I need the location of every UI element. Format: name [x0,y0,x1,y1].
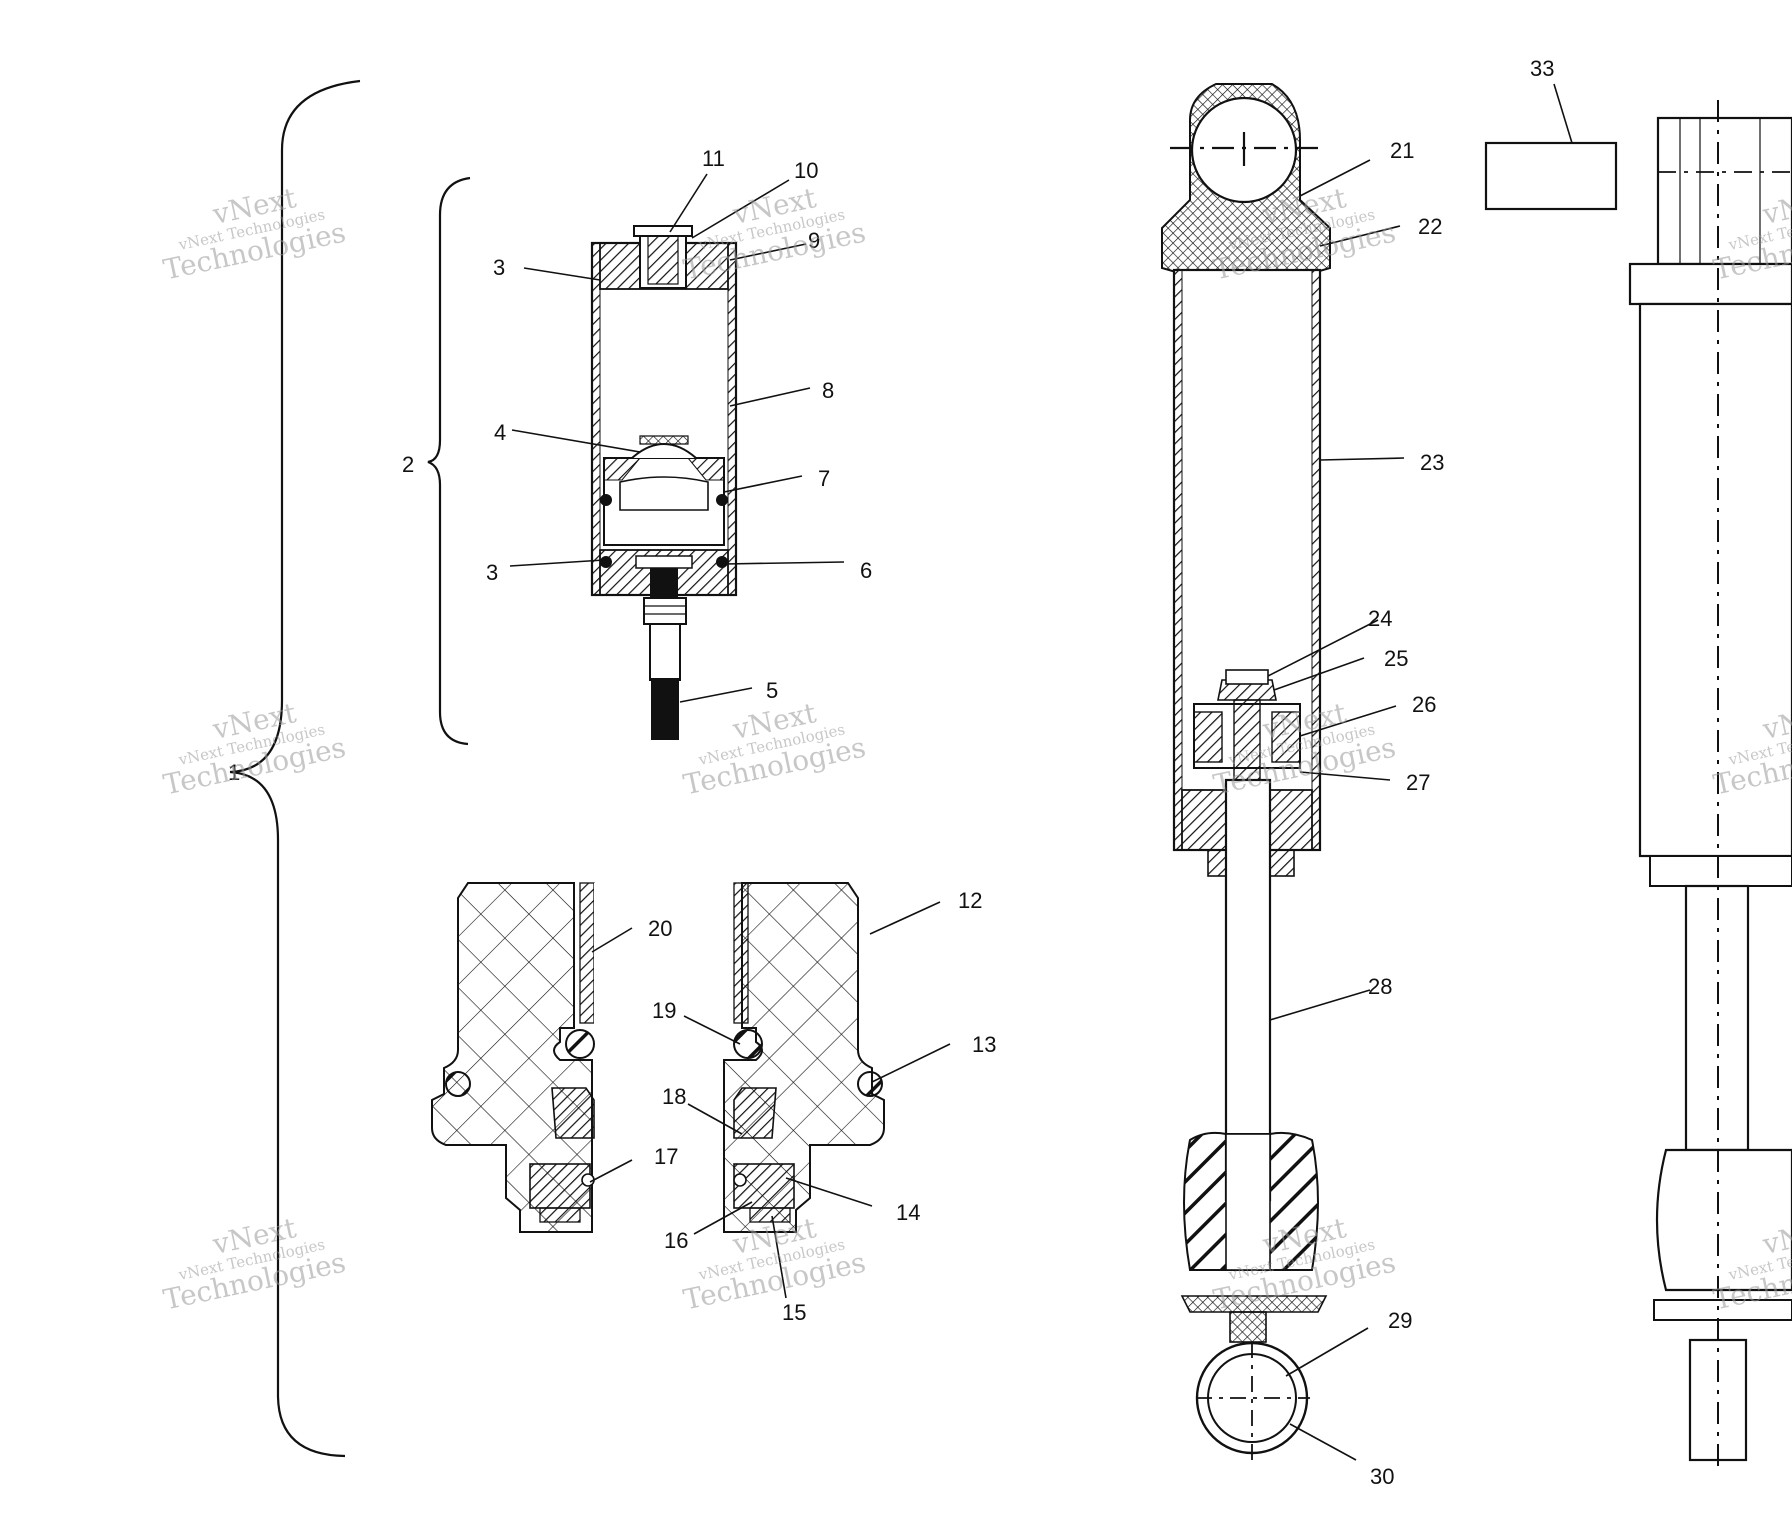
shock-body-section [1161,83,1331,1464]
watermark-9: vNext Technologies vNext Technologies [160,1211,348,1316]
seal-head-section [431,882,885,1233]
callout-1: 1 [228,760,240,785]
callout-12: 12 [958,888,982,913]
watermark-5: vNext Technologies vNext Technologies [160,696,348,801]
callout-6: 6 [860,558,872,583]
watermarks: vNext Technologies vNext Technologies vN… [160,181,1792,1316]
callout-labels: 1 2 3 3 4 5 6 7 8 9 10 11 12 13 14 15 16… [228,56,1554,1489]
callout-27: 27 [1406,770,1430,795]
callout-5: 5 [766,678,778,703]
watermark-2: vNext Technologies vNext Technologies [680,181,868,286]
callout-17: 17 [654,1144,678,1169]
callout-29: 29 [1388,1308,1412,1333]
callout-11: 11 [702,146,725,171]
callout-26: 26 [1412,692,1436,717]
callout-24: 24 [1368,606,1392,631]
callout-30: 30 [1370,1464,1394,1489]
callout-15: 15 [782,1300,806,1325]
callout-14: 14 [896,1200,920,1225]
callout-9: 9 [808,228,820,253]
callout-20: 20 [648,916,672,941]
callout-25: 25 [1384,646,1408,671]
callout-16: 16 [664,1228,688,1253]
callout-28: 28 [1368,974,1392,999]
callout-10: 10 [794,158,818,183]
callout-18: 18 [662,1084,686,1109]
callout-33: 33 [1530,56,1554,81]
leader-lines [509,83,1573,1461]
callout-13: 13 [972,1032,996,1057]
shock-exterior-view [1484,100,1792,1470]
watermark-6: vNext Technologies vNext Technologies [680,696,868,801]
watermark-1: vNext Technologies vNext Technologies [160,181,348,286]
callout-23: 23 [1420,450,1444,475]
callout-3-top: 3 [493,255,505,280]
assembly-brace-1 [229,79,361,1458]
callout-21: 21 [1390,138,1414,163]
callout-22: 22 [1418,214,1442,239]
assembly-brace-2 [427,176,471,746]
callout-3-bottom: 3 [486,560,498,585]
callout-2: 2 [402,452,414,477]
callout-4: 4 [494,420,506,445]
callout-19: 19 [652,998,676,1023]
reservoir-assembly [590,225,738,740]
callout-7: 7 [818,466,830,491]
callout-8: 8 [822,378,834,403]
